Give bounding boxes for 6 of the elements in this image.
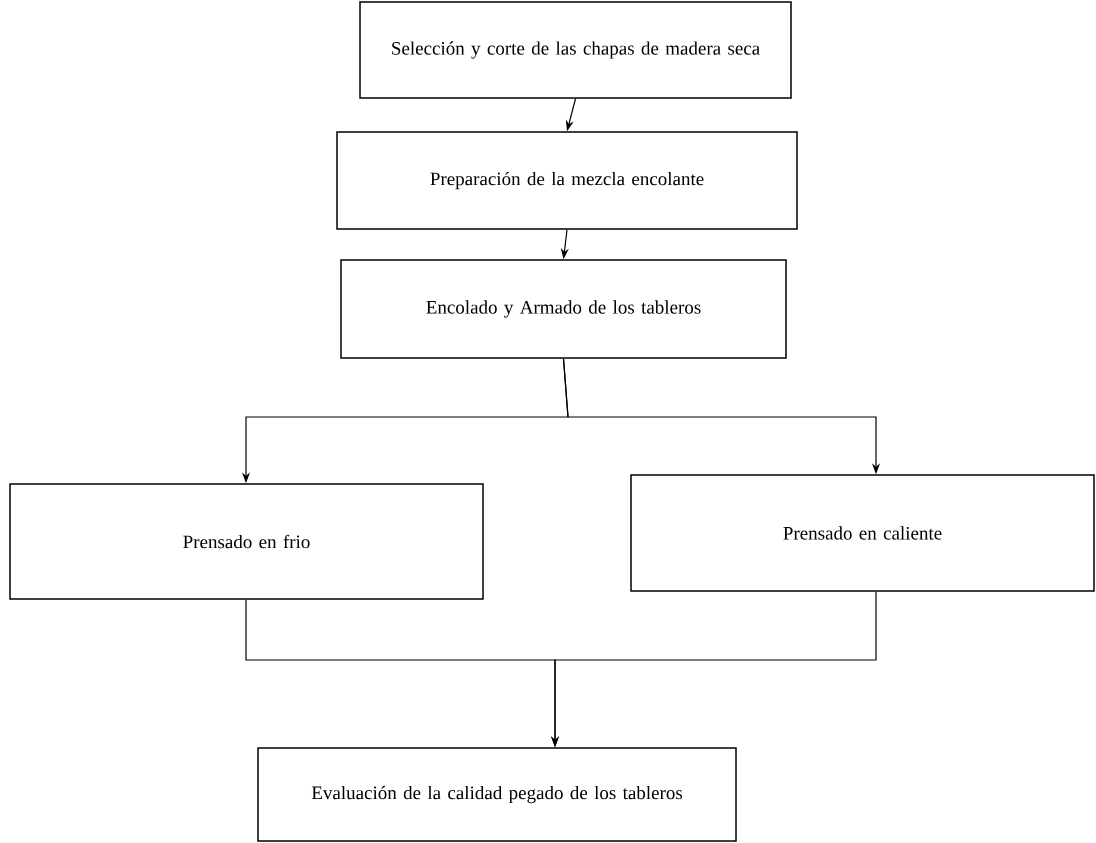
process-box: Selección y corte de las chapas de madera seca [359, 1, 792, 99]
process-box: Preparación de la mezcla encolante [336, 131, 798, 230]
process-box: Evaluación de la calidad pegado de los tableros [257, 747, 737, 842]
process-box: Encolado y Armado de los tableros [340, 259, 787, 359]
process-box: Prensado en caliente [630, 474, 1095, 592]
process-box: Prensado en frio [9, 483, 484, 600]
